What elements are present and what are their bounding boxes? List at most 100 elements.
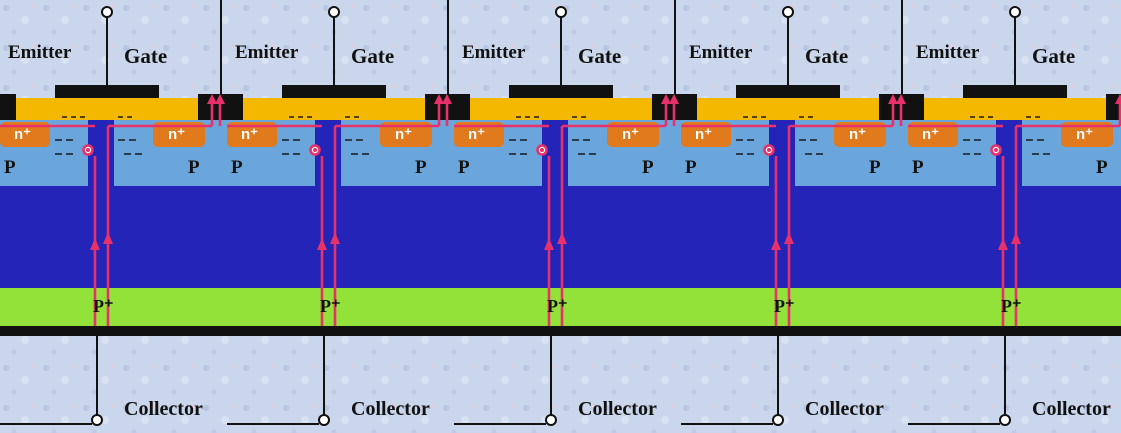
collector-terminal-icon [681, 336, 784, 426]
n-plus-left [227, 122, 277, 147]
gate-oxide [243, 98, 425, 120]
n-plus-label-left: n⁺ [468, 126, 486, 143]
emitter-label: Emitter [235, 42, 299, 63]
current-arrow-icon [0, 94, 225, 326]
n-plus-label-left: n⁺ [922, 126, 940, 143]
gate-oxide [697, 98, 879, 120]
collector-metal [454, 326, 681, 336]
n-plus-label-left: n⁺ [695, 126, 713, 143]
n-plus-label-left: n⁺ [241, 126, 259, 143]
collector-terminal-icon [908, 336, 1011, 426]
p-region-label-left: P [912, 157, 924, 178]
gate-label: Gate [124, 44, 168, 68]
emitter-label: Emitter [916, 42, 980, 63]
n-drift-region [681, 186, 908, 288]
electron-marks [963, 116, 1050, 155]
gate-electrode [282, 85, 386, 98]
gate-oxide [924, 98, 1106, 120]
gate-oxide [470, 98, 652, 120]
p-region-label-left: P [4, 157, 16, 178]
gate-label: Gate [1032, 44, 1076, 68]
igbt-structure [0, 0, 227, 426]
n-plus-right [607, 122, 659, 147]
p-plus-layer [908, 288, 1121, 326]
emitter-contact-left [227, 94, 243, 120]
emitter-contact-left [681, 94, 697, 120]
p-plus-label: P⁺ [1001, 296, 1022, 316]
p-region-label-left: P [685, 157, 697, 178]
gate-electrode [736, 85, 840, 98]
current-arrow-icon [908, 94, 1121, 326]
gate-terminal-icon [555, 0, 676, 94]
collector-terminal-icon [227, 336, 330, 426]
n-plus-right [834, 122, 886, 147]
p-plus-layer [454, 288, 681, 326]
collector-metal [0, 326, 227, 336]
n-plus-label-left: n⁺ [14, 126, 32, 143]
gate-terminal-icon [782, 0, 903, 94]
igbt-structure [908, 6, 1121, 426]
collector-label: Collector [578, 398, 657, 420]
p-plus-label: P⁺ [547, 296, 568, 316]
n-plus-label-right: n⁺ [622, 126, 640, 143]
p-region-label-left: P [231, 157, 243, 178]
electron-marks [736, 116, 823, 155]
gate-electrode [55, 85, 159, 98]
collector-label: Collector [351, 398, 430, 420]
emitter-label: Emitter [462, 42, 526, 63]
emitter-contact-left [0, 94, 16, 120]
collector-metal [681, 326, 908, 336]
collector-metal [908, 326, 1121, 336]
igbt-cell-1: Emitter Gate P P n⁺ n⁺ P⁺ Collector [0, 0, 227, 433]
igbt-cell-2: Emitter Gate P P n⁺ n⁺ P⁺ Collector [227, 0, 454, 433]
n-plus-right [380, 122, 432, 147]
emitter-contact-left [454, 94, 470, 120]
collector-terminal-icon [0, 336, 103, 426]
emitter-contact-left [908, 94, 924, 120]
collector-label: Collector [1032, 398, 1111, 420]
electron-marks [509, 116, 596, 155]
igbt-cell-4: Emitter Gate P P n⁺ n⁺ P⁺ Collector [681, 0, 908, 433]
n-plus-left [681, 122, 731, 147]
n-plus-label-right: n⁺ [168, 126, 186, 143]
igbt-cell-5: Emitter Gate P P n⁺ n⁺ P⁺ Collector [908, 0, 1121, 433]
n-plus-right [153, 122, 205, 147]
n-drift-region [0, 186, 227, 288]
gate-label: Gate [578, 44, 622, 68]
p-plus-label: P⁺ [320, 296, 341, 316]
p-plus-layer [227, 288, 454, 326]
n-plus-left [0, 122, 50, 147]
p-plus-layer [681, 288, 908, 326]
collector-label: Collector [805, 398, 884, 420]
p-plus-layer [0, 288, 227, 326]
n-drift-region [227, 186, 454, 288]
current-arrow-icon [227, 94, 452, 326]
collector-label: Collector [124, 398, 203, 420]
electron-marks [282, 116, 369, 155]
igbt-cell-3: Emitter Gate P P n⁺ n⁺ P⁺ Collector [454, 0, 681, 433]
p-region-label-right: P [188, 157, 200, 178]
collector-metal [227, 326, 454, 336]
current-arrow-icon [681, 94, 906, 326]
p-plus-label: P⁺ [774, 296, 795, 316]
n-plus-label-right: n⁺ [1076, 126, 1094, 143]
p-region-label-right: P [642, 157, 654, 178]
n-drift-region [454, 186, 681, 288]
electron-marks [55, 116, 142, 155]
p-region-label-right: P [415, 157, 427, 178]
current-arrow-icon [454, 94, 679, 326]
p-region-label-left: P [458, 157, 470, 178]
gate-label: Gate [805, 44, 849, 68]
gate-electrode [509, 85, 613, 98]
igbt-structure [454, 0, 681, 426]
emitter-label: Emitter [8, 42, 72, 63]
n-plus-label-right: n⁺ [849, 126, 867, 143]
gate-terminal-icon [1009, 6, 1021, 85]
n-plus-label-right: n⁺ [395, 126, 413, 143]
p-plus-label: P⁺ [93, 296, 114, 316]
p-region-label-right: P [869, 157, 881, 178]
igbt-structure [227, 0, 454, 426]
igbt-structure [681, 0, 908, 426]
gate-label: Gate [351, 44, 395, 68]
gate-electrode [963, 85, 1067, 98]
